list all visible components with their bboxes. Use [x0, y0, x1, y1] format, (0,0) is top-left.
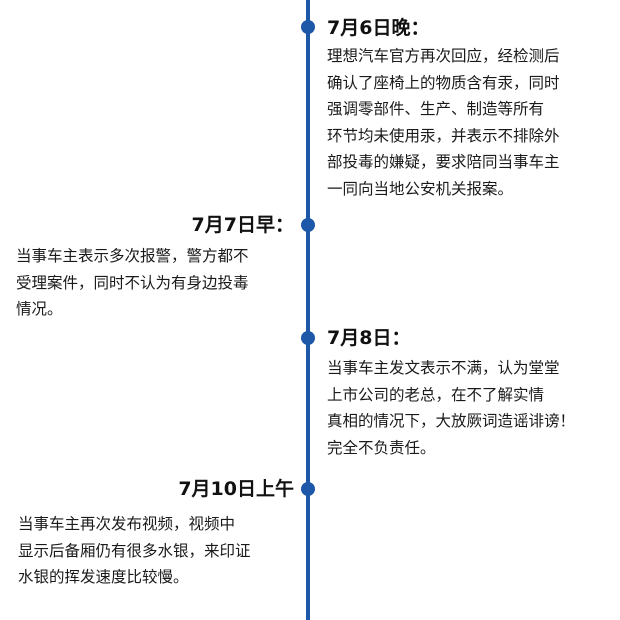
timeline-dot-event-4 [301, 482, 315, 496]
event-1-title: 7月6日晚： [327, 17, 430, 39]
timeline-axis [306, 0, 310, 620]
event-3-body: 当事车主发文表示不满，认为堂堂 上市公司的老总，在不了解实情 真相的情况下，大放… [327, 359, 576, 457]
timeline-dot-event-3 [301, 331, 315, 345]
event-2-title: 7月7日早： [191, 214, 294, 236]
event-4-title: 7月10日上午 [178, 478, 294, 500]
event-4-body: 当事车主再次发布视频，视频中 显示后备厢仍有很多水银，来印证 水银的挥发速度比较… [18, 515, 251, 586]
timeline-dot-event-2 [301, 218, 315, 232]
event-3-title: 7月8日： [327, 327, 411, 349]
timeline-dot-event-1 [301, 20, 315, 34]
event-2-body: 当事车主表示多次报警，警方都不 受理案件，同时不认为有身边投毒 情况。 [16, 247, 249, 318]
event-1-body: 理想汽车官方再次回应，经检测后 确认了座椅上的物质含有汞，同时 强调零部件、生产… [327, 47, 560, 198]
